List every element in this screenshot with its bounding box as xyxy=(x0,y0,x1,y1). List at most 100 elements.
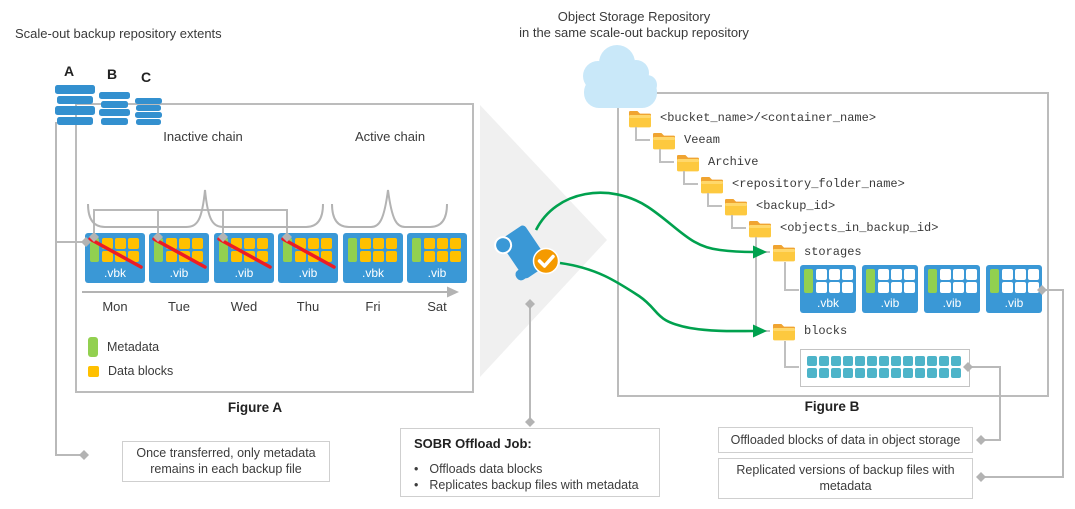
diamond-marker xyxy=(525,417,535,427)
backup-file-block: .vbk xyxy=(85,233,145,283)
file-extension-label: .vbk xyxy=(361,266,384,280)
empty-data-grid xyxy=(878,269,915,293)
empty-data-grid xyxy=(816,269,853,293)
strike-line xyxy=(88,237,143,269)
tree-label: blocks xyxy=(804,324,848,338)
metadata-bar xyxy=(412,238,421,262)
diamond-marker xyxy=(525,299,535,309)
tree-row-repository-folder: <repository_folder_name> xyxy=(700,174,905,194)
file-extension-label: .vib xyxy=(942,296,962,310)
day-label: Mon xyxy=(102,299,128,314)
legend-metadata-label: Metadata xyxy=(107,340,160,354)
folder-icon xyxy=(653,132,675,149)
tree-row-archive: Archive xyxy=(676,152,758,172)
replicated-versions-callout: Replicated versions of backup files with… xyxy=(718,458,973,499)
offload-direction-triangle xyxy=(480,105,607,377)
repository-extent-c-icon xyxy=(135,98,162,125)
data-blocks-swatch xyxy=(88,365,99,377)
right-section-title-line1: Object Storage Repository xyxy=(557,9,711,24)
metadata-bar xyxy=(154,238,163,262)
backup-file-block: .vib xyxy=(407,233,467,283)
tree-label: <objects_in_backup_id> xyxy=(780,221,939,235)
left-section-title: Scale-out backup repository extents xyxy=(15,26,222,41)
figure-a-caption: Figure A xyxy=(227,400,283,415)
metadata-bar xyxy=(283,238,292,262)
folder-icon xyxy=(749,220,771,237)
file-extension-label: .vbk xyxy=(103,266,126,280)
tree-label: <repository_folder_name> xyxy=(732,177,905,191)
tree-row-storages: storages xyxy=(772,242,862,262)
sobr-offload-job-callout: SOBR Offload Job: Offloads data blocks R… xyxy=(400,428,660,497)
replicated-file-block: .vbk xyxy=(800,265,856,313)
metadata-bar xyxy=(90,238,99,262)
file-extension-label: .vib xyxy=(880,296,900,310)
file-extension-label: .vib xyxy=(169,266,189,280)
legend-data-blocks: Data blocks xyxy=(88,364,173,378)
strike-line xyxy=(281,237,336,269)
metadata-bar xyxy=(804,269,813,293)
tree-label: Veeam xyxy=(684,133,721,147)
metadata-swatch xyxy=(88,337,98,357)
day-label: Sat xyxy=(427,299,447,314)
backup-file-block: .vib xyxy=(149,233,209,283)
day-label: Fri xyxy=(365,299,381,314)
metadata-bar xyxy=(348,238,357,262)
diamond-marker xyxy=(976,472,986,482)
tree-row-bucket: <bucket_name>/<container_name> xyxy=(628,108,876,128)
tree-label: storages xyxy=(804,245,862,259)
file-extension-label: .vib xyxy=(1004,296,1024,310)
folder-icon xyxy=(725,198,747,215)
offload-job-scroll-icon xyxy=(494,225,560,281)
file-extension-label: .vbk xyxy=(816,296,839,310)
diamond-marker xyxy=(79,450,89,460)
checkmark-icon xyxy=(537,254,555,268)
sobr-bullet: Replicates backup files with metadata xyxy=(414,478,638,492)
data-blocks-grid xyxy=(424,238,461,262)
diamond-marker xyxy=(976,435,986,445)
sobr-offload-job-title: SOBR Offload Job: xyxy=(414,436,532,451)
folder-icon xyxy=(701,176,723,193)
extent-label-a: A xyxy=(64,63,75,79)
offloaded-blocks-grid xyxy=(807,356,963,378)
tree-label: <backup_id> xyxy=(756,199,836,213)
replicated-file-block: .vib xyxy=(862,265,918,313)
right-section-title-line2: in the same scale-out backup repository xyxy=(519,25,749,40)
folder-icon xyxy=(629,110,651,127)
replicated-file-block: .vib xyxy=(986,265,1042,313)
empty-data-grid xyxy=(1002,269,1039,293)
extent-label-c: C xyxy=(141,69,152,85)
metadata-bar xyxy=(928,269,937,293)
check-badge-icon xyxy=(532,247,560,275)
folder-icon xyxy=(677,154,699,171)
file-extension-label: .vib xyxy=(234,266,254,280)
metadata-bar xyxy=(866,269,875,293)
file-extension-label: .vib xyxy=(298,266,318,280)
metadata-bar xyxy=(219,238,228,262)
data-blocks-grid xyxy=(360,238,397,262)
folder-icon xyxy=(773,244,795,261)
repository-extent-b-icon xyxy=(99,92,130,125)
day-label: Wed xyxy=(230,299,258,314)
tree-row-blocks: blocks xyxy=(772,321,847,341)
legend-metadata: Metadata xyxy=(88,337,159,357)
active-chain-label: Active chain xyxy=(354,129,426,144)
inactive-chain-label: Inactive chain xyxy=(163,129,243,144)
empty-data-grid xyxy=(940,269,977,293)
tree-row-veeam: Veeam xyxy=(652,130,720,150)
strike-line xyxy=(152,237,207,269)
folder-icon xyxy=(773,323,795,340)
day-label: Tue xyxy=(168,299,190,314)
tree-label: <bucket_name>/<container_name> xyxy=(660,111,877,125)
day-label: Thu xyxy=(296,299,320,314)
tree-row-backup-id: <backup_id> xyxy=(724,196,835,216)
legend-data-blocks-label: Data blocks xyxy=(108,364,174,378)
metadata-bar xyxy=(990,269,999,293)
sobr-bullet: Offloads data blocks xyxy=(414,462,542,476)
figure-b-caption: Figure B xyxy=(804,399,860,414)
strike-line xyxy=(217,237,272,269)
backup-file-block: .vib xyxy=(214,233,274,283)
replicated-file-block: .vib xyxy=(924,265,980,313)
extent-label-b: B xyxy=(107,66,118,82)
backup-file-block: .vib xyxy=(278,233,338,283)
